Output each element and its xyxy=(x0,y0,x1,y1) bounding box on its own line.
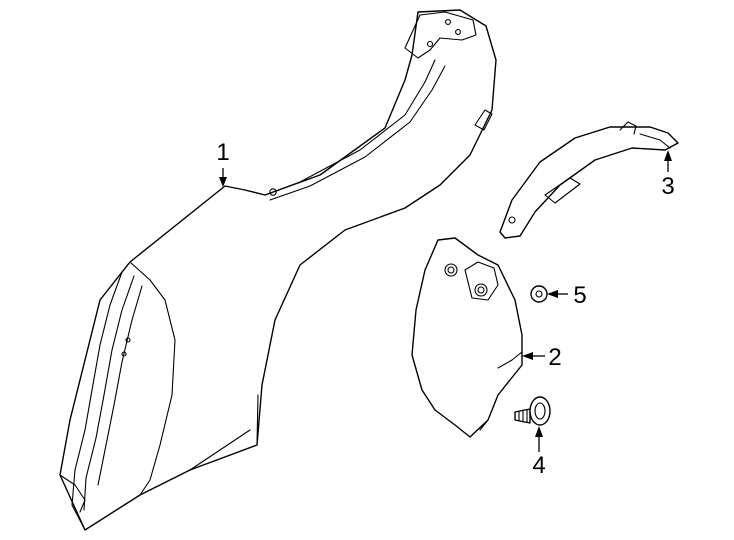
callout-1-leader xyxy=(219,168,227,187)
part-4-bolt xyxy=(514,396,551,426)
callout-4-leader xyxy=(535,426,543,452)
part-2-splash-shield xyxy=(411,237,523,438)
part-3-arch-liner xyxy=(499,121,679,239)
callout-label-3: 3 xyxy=(661,173,674,200)
callout-label-2: 2 xyxy=(548,344,561,371)
callout-5-leader xyxy=(547,290,568,298)
callout-label-4: 4 xyxy=(532,452,545,479)
part-1-quarter-panel xyxy=(59,9,497,531)
callout-label-1: 1 xyxy=(216,139,229,166)
part-5-washer xyxy=(530,285,548,303)
callout-2-leader xyxy=(522,352,545,360)
callout-3-leader xyxy=(664,150,672,172)
callout-label-5: 5 xyxy=(573,282,586,309)
